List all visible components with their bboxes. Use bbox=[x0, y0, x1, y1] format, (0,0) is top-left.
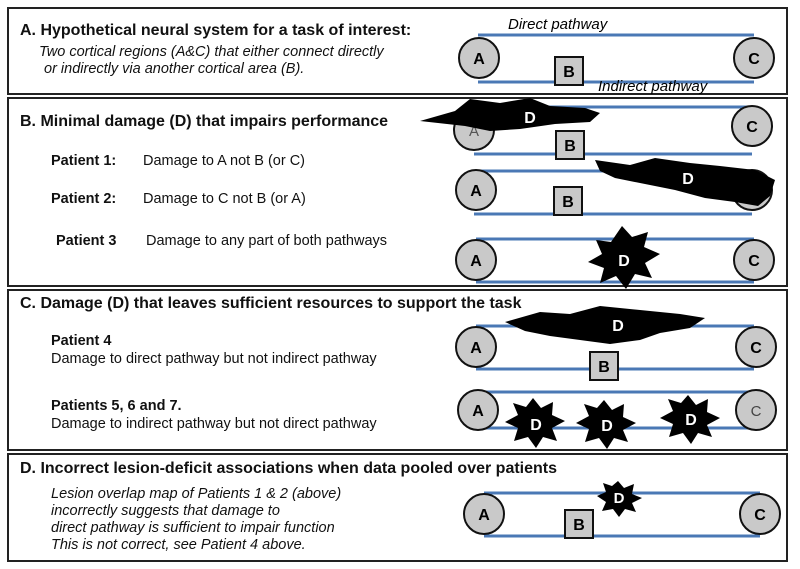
svg-text:C: C bbox=[754, 507, 766, 524]
damage-blob bbox=[595, 158, 775, 206]
svg-text:B: B bbox=[598, 359, 610, 376]
node-a bbox=[458, 37, 500, 79]
svg-text:A: A bbox=[470, 253, 482, 270]
patient-3-desc: Damage to any part of both pathways bbox=[146, 233, 388, 249]
svg-text:A: A bbox=[478, 507, 490, 524]
damage-label: D bbox=[614, 490, 625, 507]
damage-label: D bbox=[612, 318, 624, 335]
svg-text:C: C bbox=[746, 119, 758, 136]
damage-blob bbox=[505, 306, 705, 344]
diagram-patient-4: A C B D bbox=[455, 306, 777, 381]
svg-text:C: C bbox=[750, 340, 762, 357]
panel-d-line-4: This is not correct, see Patient 4 above… bbox=[51, 537, 306, 553]
svg-text:A: A bbox=[470, 183, 482, 200]
panel-d-line-3: direct pathway is sufficient to impair f… bbox=[51, 520, 335, 536]
node-c bbox=[733, 37, 775, 79]
diagram-lesion-overlap: A C B D bbox=[463, 481, 781, 539]
patient-1-desc: Damage to A not B (or C) bbox=[143, 153, 305, 169]
svg-text:B: B bbox=[564, 138, 576, 155]
patient-2-label: Patient 2: bbox=[51, 191, 117, 207]
patient-4-desc: Damage to direct pathway but not indirec… bbox=[51, 351, 377, 367]
damage-label: D bbox=[524, 110, 536, 127]
panel-d-line-1: Lesion overlap map of Patients 1 & 2 (ab… bbox=[51, 486, 342, 502]
panel-b: B. Minimal damage (D) that impairs perfo… bbox=[7, 97, 788, 287]
svg-text:C: C bbox=[748, 253, 760, 270]
diagram-patient-1: A C B D bbox=[420, 98, 773, 160]
node-b-label: B bbox=[563, 64, 575, 81]
direct-pathway-label: Direct pathway bbox=[508, 16, 609, 33]
diagram-patient-3: A C D bbox=[455, 226, 775, 289]
panel-a-title: A. Hypothetical neural system for a task… bbox=[20, 22, 412, 39]
patients-5-7-label: Patients 5, 6 and 7. bbox=[51, 398, 182, 414]
patients-5-7-desc: Damage to indirect pathway but not direc… bbox=[51, 416, 377, 432]
panel-c-title: C. Damage (D) that leaves sufficient res… bbox=[20, 295, 522, 312]
diagram-patient-2: A B D bbox=[455, 158, 775, 216]
damage-label: D bbox=[618, 253, 630, 270]
svg-text:A: A bbox=[472, 403, 484, 420]
damage-blob bbox=[505, 398, 565, 448]
panel-a: A. Hypothetical neural system for a task… bbox=[7, 7, 788, 95]
indirect-pathway-label: Indirect pathway bbox=[598, 78, 709, 95]
panel-d-line-2: incorrectly suggests that damage to bbox=[51, 503, 280, 519]
diagram-intact: A C B Direct pathway Indirect pathway bbox=[458, 16, 775, 95]
svg-text:A: A bbox=[470, 340, 482, 357]
svg-text:B: B bbox=[573, 517, 585, 534]
damage-blob bbox=[420, 98, 600, 131]
panel-b-title: B. Minimal damage (D) that impairs perfo… bbox=[20, 113, 389, 130]
patient-3-label: Patient 3 bbox=[56, 233, 117, 249]
panel-a-desc-line-2: or indirectly via another cortical area … bbox=[44, 61, 305, 77]
patient-4-label: Patient 4 bbox=[51, 333, 112, 349]
diagram-patients-5-7: A C D D D bbox=[457, 389, 777, 449]
panel-a-desc-line-1: Two cortical regions (A&C) that either c… bbox=[39, 44, 384, 60]
node-c-label: C bbox=[748, 51, 760, 68]
damage-label: D bbox=[682, 171, 694, 188]
damage-blob bbox=[597, 481, 642, 517]
svg-text:A: A bbox=[469, 123, 479, 140]
panel-d-title: D. Incorrect lesion-deficit associations… bbox=[20, 460, 558, 477]
damage-label: D bbox=[530, 417, 542, 434]
damage-label: D bbox=[685, 412, 697, 429]
patient-2-desc: Damage to C not B (or A) bbox=[143, 191, 306, 207]
damage-blob bbox=[576, 400, 636, 449]
patient-1-label: Patient 1: bbox=[51, 153, 117, 169]
svg-text:C: C bbox=[751, 403, 762, 420]
damage-blob bbox=[588, 226, 660, 289]
node-b bbox=[554, 56, 584, 86]
svg-text:B: B bbox=[562, 194, 574, 211]
panel-d: D. Incorrect lesion-deficit associations… bbox=[7, 453, 788, 562]
node-a-label: A bbox=[473, 51, 485, 68]
damage-blob bbox=[660, 395, 720, 444]
damage-label: D bbox=[601, 418, 613, 435]
